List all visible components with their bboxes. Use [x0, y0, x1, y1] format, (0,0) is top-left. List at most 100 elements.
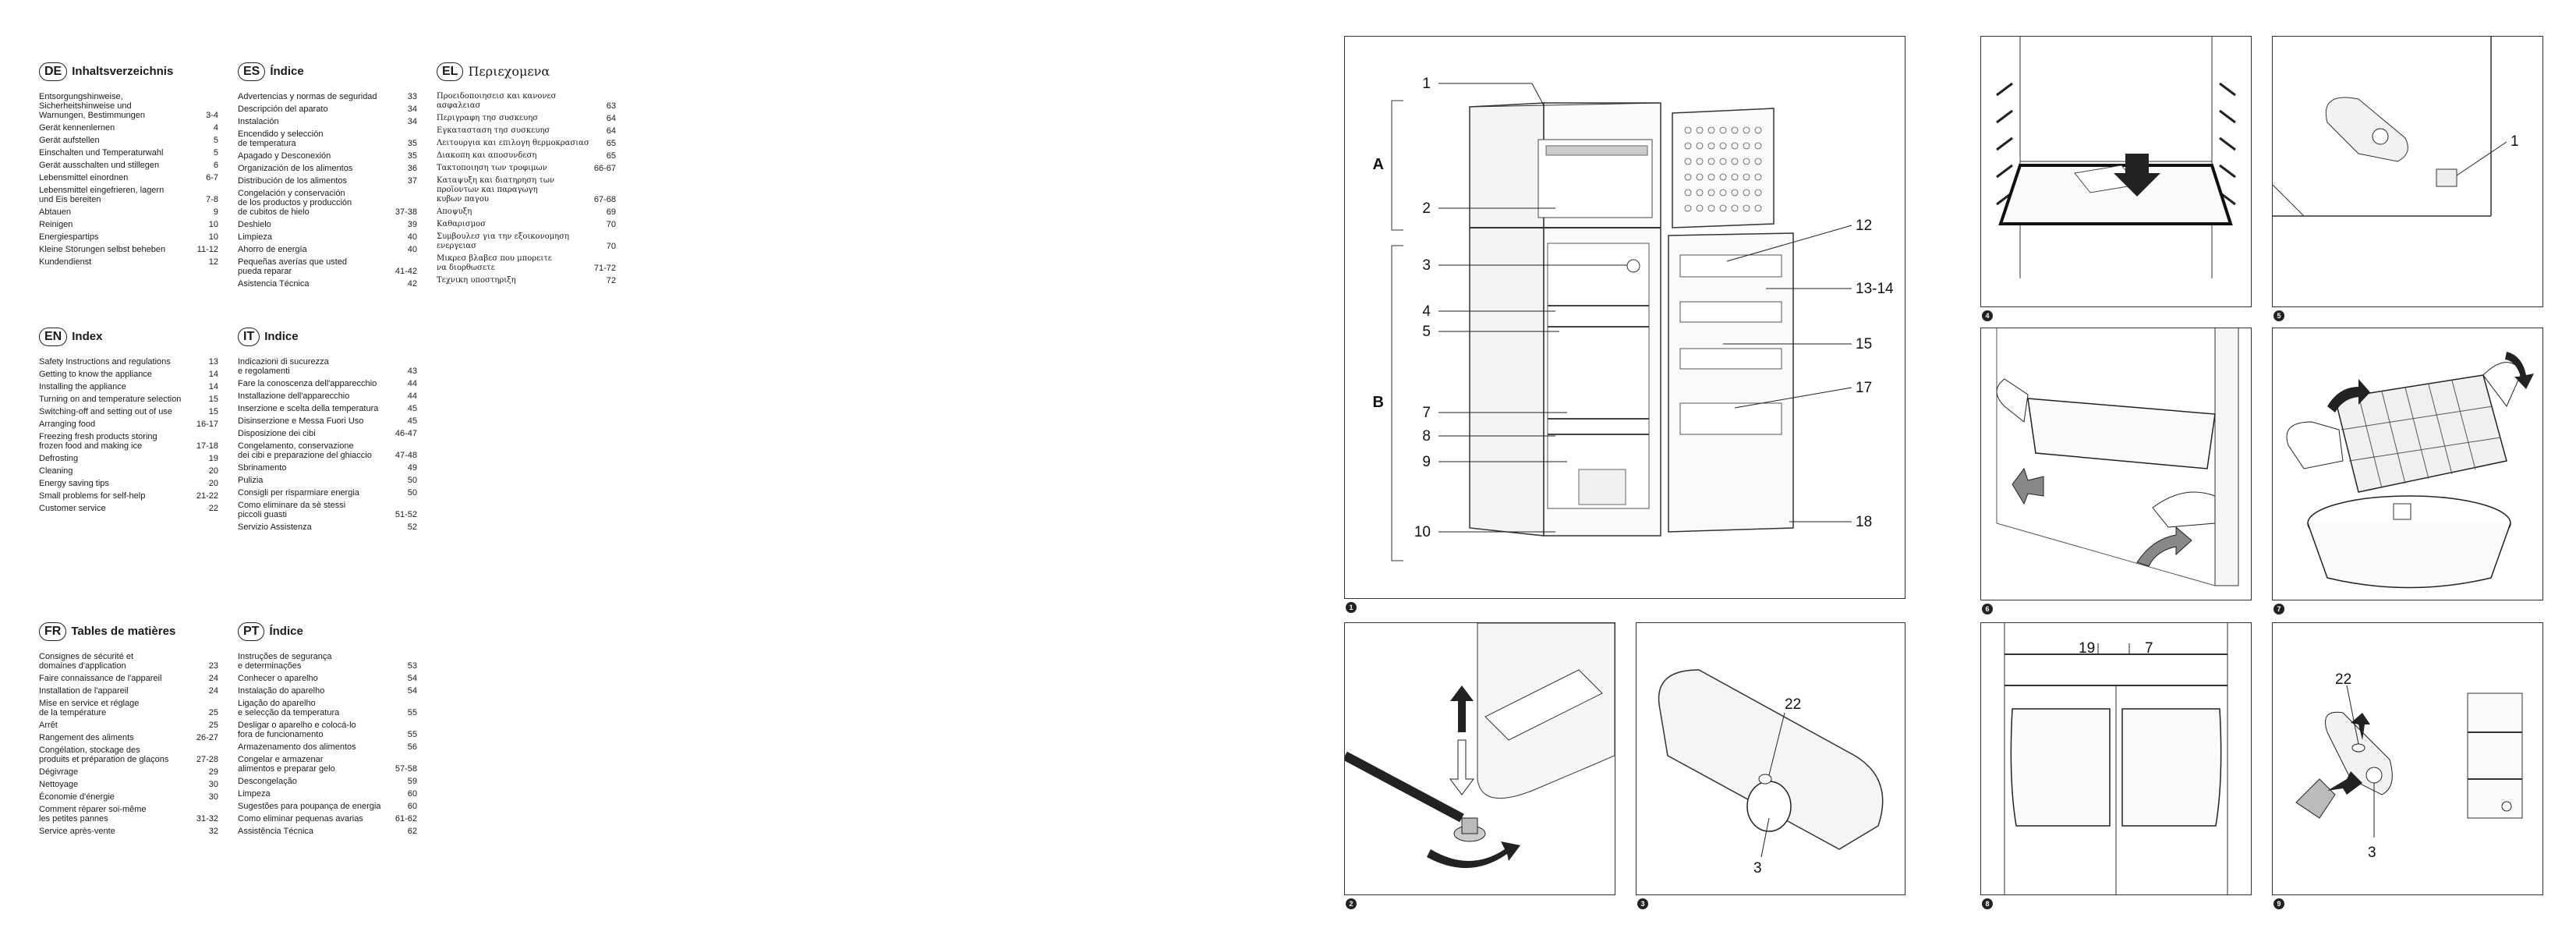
- toc-entry-page: 23: [208, 661, 218, 671]
- callout-13-14: 13-14: [1856, 281, 1894, 297]
- toc-entry-title: Como eliminare da sè stessi piccoli guas…: [238, 501, 346, 519]
- toc-entry-title: Getting to know the appliance: [39, 370, 152, 379]
- toc-entry-page: 56: [407, 742, 417, 752]
- toc-entry-title: Sugestões para poupança de energia: [238, 802, 381, 811]
- figure-1-fridge-overview: A B 1 2 3 4 5 7 8 9 10: [1344, 36, 1905, 599]
- toc-entry-page: 15: [208, 395, 218, 404]
- callout-3: 3: [1422, 257, 1431, 274]
- toc-entry-title: Assistência Técnica: [238, 827, 314, 836]
- toc-entry-page: 70: [606, 220, 616, 229]
- toc-entry-page: 10: [208, 220, 218, 229]
- lang-badge: FR: [39, 622, 67, 641]
- figure-8-crisper-drawers: 19 7: [1980, 622, 2252, 895]
- callout-3: 3: [1753, 860, 1762, 877]
- toc-entry: Pequeñas averías que usted pueda reparar…: [238, 257, 417, 276]
- toc-entry-title: Small problems for self-help: [39, 491, 146, 501]
- toc-entry-page: 34: [407, 117, 417, 126]
- figure-number-7: 7: [2273, 604, 2284, 615]
- toc-entry-page: 51-52: [395, 510, 417, 519]
- toc-entry-page: 59: [407, 777, 417, 786]
- figure-3-thermostat: 22 3: [1636, 622, 1905, 895]
- toc-entry-title: Περιγραφη τησ συσκευησ: [437, 114, 539, 122]
- toc-entry: Freezing fresh products storing frozen f…: [39, 432, 218, 451]
- toc-entry-page: 31-32: [196, 814, 218, 824]
- toc-entry-page: 13: [208, 357, 218, 367]
- toc-entry: Comment réparer soi-même les petites pan…: [39, 805, 218, 824]
- toc-entry-page: 25: [208, 708, 218, 717]
- figure-number-8: 8: [1982, 898, 1993, 909]
- toc-entry-page: 11-12: [196, 245, 218, 254]
- figure-4-shelf-removal: [1980, 36, 2252, 307]
- toc-entry-page: 50: [407, 476, 417, 485]
- leveling-foot-diagram: [1345, 623, 1615, 869]
- figure-number-2: 2: [1346, 898, 1357, 909]
- toc-entry-title: Fare la conoscenza dell'apparecchio: [238, 379, 377, 388]
- callout-19: 19: [2079, 640, 2095, 657]
- toc-entry-title: Προειδοποιησεισ και κανονεσ ασφαλειασ: [437, 92, 557, 110]
- figure-number-3: 3: [1637, 898, 1648, 909]
- toc-entry-title: Defrosting: [39, 454, 79, 463]
- toc-entry-title: Διακοπη και αποσυνδεση: [437, 151, 537, 160]
- toc-entry-page: 37-38: [395, 207, 417, 217]
- toc-entry: Apagado y Desconexión 35: [238, 151, 417, 161]
- toc-entry-page: 54: [407, 686, 417, 696]
- toc-entry-page: 20: [208, 479, 218, 488]
- toc-entry-title: Lebensmittel einordnen: [39, 173, 129, 182]
- toc-entry: Consignes de sécurité et domaines d'appl…: [39, 652, 218, 671]
- toc-entry-title: Apagado y Desconexión: [238, 151, 331, 161]
- toc-entry-title: Entsorgungshinweise, Sicherheitshinweise…: [39, 92, 145, 120]
- figure-number-6: 6: [1982, 604, 1993, 615]
- toc-entry-title: Instalação do aparelho: [238, 686, 325, 696]
- toc-entry-page: 15: [208, 407, 218, 416]
- toc-entry: Congelación y conservación de los produc…: [238, 189, 417, 217]
- toc-entry-page: 5: [213, 136, 218, 145]
- toc-entry-title: Service après-vente: [39, 827, 115, 836]
- lang-badge: EL: [437, 62, 464, 81]
- toc-entry: Mise en service et réglage de la tempéra…: [39, 699, 218, 717]
- toc-entry-title: Kleine Störungen selbst beheben: [39, 245, 166, 254]
- toc-entry: Instalação do aparelho 54: [238, 686, 417, 696]
- toc-entry-title: Μικρεσ βλαβεσ που μπορειτε να διορθωσετε: [437, 254, 552, 272]
- toc-entry-title: Αποψυξη: [437, 207, 472, 216]
- toc-entry-page: 27-28: [196, 755, 218, 764]
- toc-entry-title: Encendido y selección de temperatura: [238, 129, 324, 148]
- toc-title: Índice: [269, 625, 303, 638]
- toc-entry-page: 35: [407, 151, 417, 161]
- toc-entry-page: 40: [407, 232, 417, 242]
- callout-22: 22: [2335, 671, 2351, 688]
- figure-7-ice-tray: [2272, 328, 2543, 600]
- figure-5-control-detail: 1: [2272, 36, 2543, 307]
- toc-entry-title: Τακτοποιηση των τροφιμων: [437, 164, 547, 172]
- toc-title: Inhaltsverzeichnis: [72, 65, 174, 78]
- callout-7: 7: [2145, 640, 2153, 657]
- toc-entry: Entsorgungshinweise, Sicherheitshinweise…: [39, 92, 218, 120]
- toc-entry-page: 57-58: [395, 764, 417, 774]
- toc-entry-title: Limpieza: [238, 232, 273, 242]
- toc-entry: Desligar o aparelho e colocá-lo fora de …: [238, 721, 417, 739]
- toc-entry-title: Consignes de sécurité et domaines d'appl…: [39, 652, 134, 671]
- toc-entry-title: Abtauen: [39, 207, 71, 217]
- toc-entry-title: Reinigen: [39, 220, 73, 229]
- toc-entry-page: 49: [407, 463, 417, 473]
- toc-entry-title: Energiespartips: [39, 232, 99, 242]
